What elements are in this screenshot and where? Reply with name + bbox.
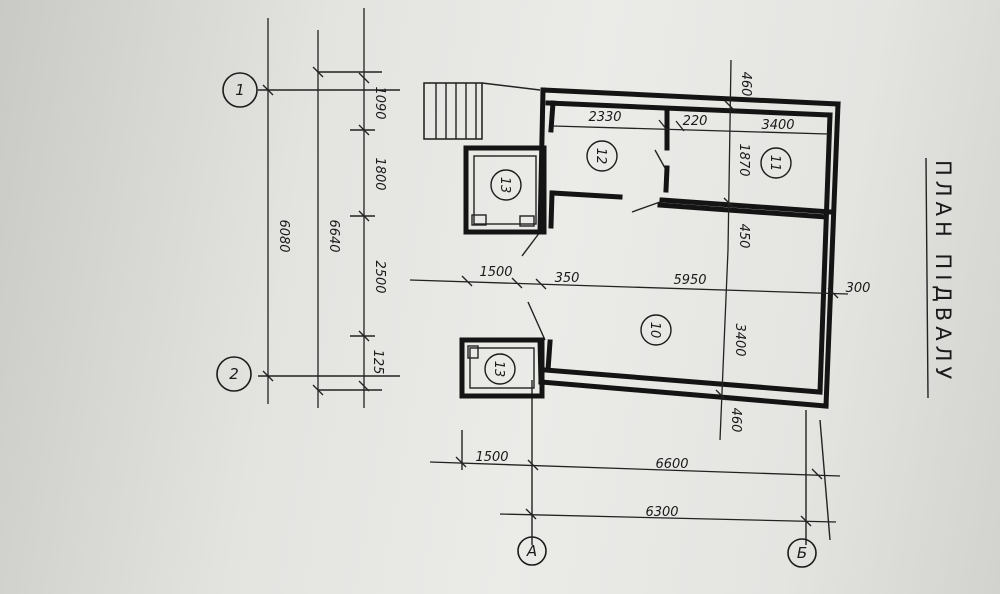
left-dimension-chains <box>262 8 382 408</box>
room-13-upper-label: 13 <box>490 169 522 201</box>
dim-6300: 6300 <box>645 505 678 520</box>
dim-3400-top: 3400 <box>761 118 794 133</box>
svg-text:11: 11 <box>767 155 782 172</box>
pit-13-upper <box>463 145 547 235</box>
svg-text:13: 13 <box>497 177 512 194</box>
dim-300: 300 <box>846 281 871 296</box>
dim-1870: 1870 <box>736 143 751 176</box>
dim-1500-mid: 1500 <box>479 265 512 280</box>
plan-title: ПЛАН ПІДВАЛУ <box>925 157 955 399</box>
dim-460-bottom: 460 <box>728 408 743 433</box>
svg-text:12: 12 <box>593 148 608 165</box>
svg-text:Б: Б <box>797 544 807 562</box>
room-13-lower-label: 13 <box>484 353 516 385</box>
dim-1090: 1090 <box>372 86 387 119</box>
axis-bubble-2: 2 <box>216 356 252 392</box>
room-10-label: 10 <box>640 314 672 346</box>
room-12-label: 12 <box>586 140 618 172</box>
svg-text:1: 1 <box>235 81 245 99</box>
svg-text:А: А <box>526 542 537 560</box>
bottom-dimension-chains <box>429 419 841 541</box>
walls <box>521 87 841 409</box>
stairs <box>423 82 541 140</box>
dim-6640: 6640 <box>326 219 341 252</box>
svg-text:10: 10 <box>647 322 662 339</box>
dim-5950: 5950 <box>673 273 706 288</box>
svg-text:13: 13 <box>491 361 506 378</box>
axis-grid <box>258 89 807 545</box>
dim-2500: 2500 <box>372 260 387 293</box>
svg-text:ПЛАН ПІДВАЛУ: ПЛАН ПІДВАЛУ <box>931 160 955 384</box>
dim-450: 450 <box>736 224 751 249</box>
room-11-label: 11 <box>760 147 792 179</box>
axis-bubble-1: 1 <box>222 72 258 108</box>
pit-13-lower <box>459 337 545 399</box>
dim-2330: 2330 <box>588 110 621 125</box>
dim-6600: 6600 <box>655 457 688 472</box>
interior-dimensions <box>409 59 849 441</box>
dim-3400-vertical: 3400 <box>732 323 747 356</box>
dim-6080: 6080 <box>276 219 291 252</box>
dim-1500-bottom: 1500 <box>475 450 508 465</box>
axis-bubble-a: А <box>517 536 547 566</box>
dim-220: 220 <box>683 114 708 129</box>
svg-text:2: 2 <box>229 365 239 383</box>
dim-460-top: 460 <box>738 72 753 97</box>
dim-1800: 1800 <box>372 157 387 190</box>
dim-350: 350 <box>555 271 580 286</box>
axis-bubble-b: Б <box>787 538 817 568</box>
dim-125: 125 <box>370 350 385 375</box>
